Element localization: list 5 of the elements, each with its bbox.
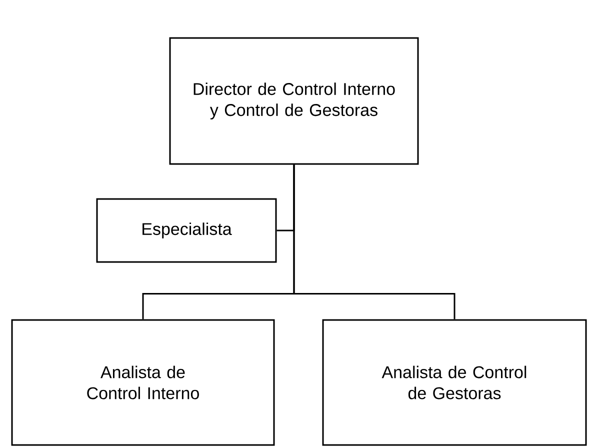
org-box: Analista de Control Interno [11,319,275,446]
org-box: Director de Control Interno y Control de Gestoras [169,37,419,165]
org-box: Especialista [96,198,277,263]
org-box: Analista de Control de Gestoras [322,319,587,446]
connector-line [293,164,456,320]
